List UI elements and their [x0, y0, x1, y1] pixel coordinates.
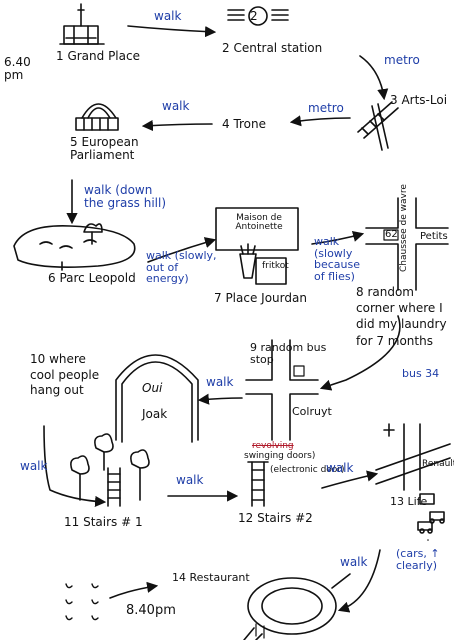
grand-place-drawing-icon — [59, 3, 105, 45]
arts-loi-drawing-icon — [357, 101, 399, 151]
edge-4-label: walk — [162, 99, 190, 113]
arrow-e12 — [321, 470, 379, 489]
life-street-drawing-icon — [375, 423, 451, 541]
node-10-label: 10 where cool people hang out — [30, 352, 100, 398]
node-7-label: 7 Place Jourdan — [214, 291, 307, 305]
node-4-label: 4 Trone — [222, 117, 267, 131]
node-12-label: 12 Stairs #2 — [238, 511, 313, 525]
node-11-label: 11 Stairs # 1 — [64, 515, 143, 529]
parc-leopold-drawing-icon — [13, 223, 136, 271]
node-13-label: 13 Life — [390, 495, 428, 508]
node-7-sign: Maison de Antoinette — [235, 213, 283, 233]
node-13-sign: Renault — [422, 459, 454, 469]
node-9-label: 9 random bus stop — [250, 341, 327, 366]
edge-1-label: walk — [154, 9, 182, 23]
edge-9-label: walk — [206, 375, 234, 389]
place-jourdan-drawing-icon — [215, 207, 299, 285]
node-3-label: 3 Arts-Loi — [390, 93, 448, 107]
node-2-mark: 2 — [250, 9, 258, 23]
node-7-shop: fritkot — [262, 261, 289, 271]
node-12-note2: (electronic door) — [270, 465, 345, 475]
joak-drawing-icon — [115, 354, 199, 443]
node-5-label: 5 European Parliament — [70, 135, 139, 162]
node-12-note1: swinging doors) — [244, 451, 316, 461]
edge-3-label: metro — [308, 101, 344, 115]
edge-11-label: walk — [176, 473, 204, 487]
node-14-label: 14 Restaurant — [172, 571, 250, 584]
stairs-1-drawing-icon — [70, 433, 150, 507]
arrow-e4 — [141, 119, 213, 132]
node-8-street2: Petits — [420, 231, 448, 242]
bus-stop-drawing-icon — [245, 339, 319, 441]
arrow-e3 — [289, 115, 351, 127]
central-station-drawing-icon — [227, 6, 289, 26]
edge-7-label: walk (slowly because of flies) — [314, 235, 361, 283]
node-8-label: 8 random corner where I did my laundry f… — [356, 285, 447, 348]
end-time: 8.40pm — [126, 603, 176, 618]
edge-8-label: bus 34 — [402, 367, 440, 380]
arrow-e6 — [147, 237, 217, 263]
stairs-2-drawing-icon — [247, 461, 269, 507]
footprints-icon — [65, 583, 99, 621]
edge-13-label: (cars, ↑ clearly) — [396, 547, 440, 572]
node-8-street1: Chaussee de wavre — [399, 184, 409, 272]
edge-6-label: walk (slowly, out of energy) — [146, 249, 217, 286]
edge-10-label: walk — [20, 459, 48, 473]
arrow-e10 — [43, 425, 107, 508]
arrow-e9 — [197, 393, 243, 405]
restaurant-roundabout-drawing-icon — [243, 573, 351, 640]
start-time: 6.40 pm — [4, 55, 31, 82]
node-2-label: 2 Central station — [222, 41, 323, 55]
node-12-crossed: revolving — [252, 441, 294, 451]
edge-12-label: walk — [326, 461, 354, 475]
node-1-label: 1 Grand Place — [56, 49, 140, 63]
node-8-box: 62 — [385, 229, 398, 240]
arrow-e7 — [311, 230, 365, 245]
arrow-e2 — [359, 55, 389, 101]
node-9-street: Colruyt — [292, 405, 332, 418]
node-10-sign2: Joak — [142, 407, 168, 421]
edge-2-label: metro — [384, 53, 420, 67]
node-6-label: 6 Parc Leopold — [48, 271, 136, 285]
route-arrows — [43, 25, 401, 613]
laundry-corner-drawing-icon — [365, 197, 449, 291]
arrow-e1 — [127, 25, 217, 38]
edge-14-label: walk — [340, 555, 368, 569]
arrow-e13 — [337, 549, 381, 613]
arrow-e14 — [109, 581, 159, 599]
edge-5-label: walk (down the grass hill) — [84, 183, 167, 210]
arrow-e8 — [319, 315, 401, 391]
node-10-sign1: Oui — [142, 381, 163, 395]
european-parliament-drawing-icon — [75, 103, 119, 131]
